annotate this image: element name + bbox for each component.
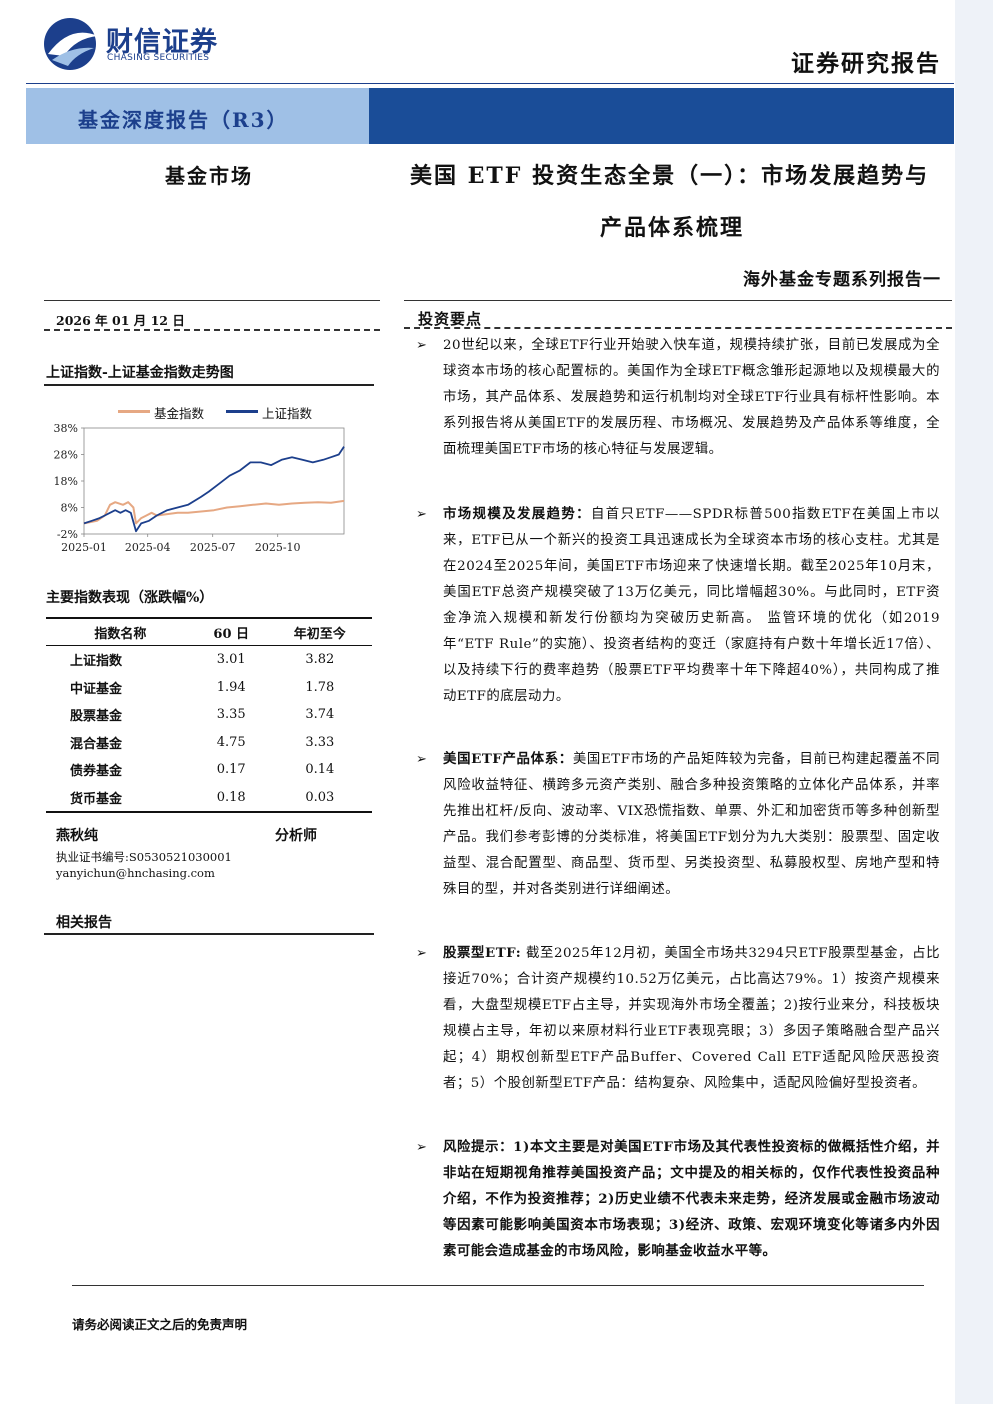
key-points-dash-rule <box>404 327 952 329</box>
table-row: 上证指数 3.01 3.82 <box>46 646 372 674</box>
value-60d: 0.17 <box>216 762 246 778</box>
side-strip <box>955 0 993 1404</box>
market-label: 基金市场 <box>165 164 253 188</box>
x-tick-label: 2025-04 <box>125 541 171 554</box>
col-header-ytd: 年初至今 <box>267 617 372 646</box>
y-tick-label: 38% <box>54 422 78 435</box>
table-row: 中证基金 1.94 1.78 <box>46 674 372 702</box>
table-row: 债券基金 0.17 0.14 <box>46 756 372 784</box>
index-name: 混合基金 <box>70 736 123 752</box>
value-60d: 0.18 <box>194 783 268 813</box>
value-ytd: 1.78 <box>305 679 335 695</box>
bullet-paragraph-2: 市场规模及发展趋势：自首只ETF——SPDR标普500指数ETF在美国上市以来，… <box>443 506 941 704</box>
bullet-paragraph-3: 美国ETF产品体系：美国ETF市场的产品矩阵较为完备，目前已构建起覆盖不同风险收… <box>443 751 940 897</box>
bullet-paragraph-1: 20世纪以来，全球ETF行业开始驶入快车道，规模持续扩张，目前已发展成为全球资本… <box>443 338 940 457</box>
table-header-row: 指数名称 60 日 年初至今 <box>46 617 372 646</box>
plot-frame <box>83 427 345 535</box>
bullet-arrow-icon: ➢ <box>416 1140 427 1155</box>
y-tick-label: 8% <box>61 502 78 515</box>
bullet-paragraph-risk: 风险提示：1)本文主要是对美国ETF市场及其代表性投资标的做概括性介绍，并非站在… <box>443 1139 940 1259</box>
bullet-arrow-icon: ➢ <box>416 946 427 961</box>
legend-label-fund: 基金指数 <box>154 406 205 421</box>
x-tick-label: 2025-10 <box>255 541 301 554</box>
index-name: 股票基金 <box>70 709 123 725</box>
report-title-line1: 美国 ETF 投资生态全景（一）：市场发展趋势与 <box>410 163 930 189</box>
chart-title: 上证指数-上证基金指数走势图 <box>46 365 234 381</box>
chasing-logo-icon <box>44 18 98 70</box>
related-reports-title: 相关报告 <box>56 915 112 931</box>
bullet-arrow-icon: ➢ <box>416 507 427 522</box>
value-ytd: 3.33 <box>305 734 335 750</box>
analyst-role: 分析师 <box>275 828 317 844</box>
date-box <box>44 300 380 331</box>
trend-chart: 38% 28% 18% 8% -2%2025-01 2025-04 2025-07 2025-… <box>54 422 345 554</box>
analyst-cert: 执业证书编号:S0530521030001 <box>56 850 232 864</box>
logo-en-text: CHASING SECURITIES <box>107 53 210 63</box>
banner-title: 基金深度报告（R3） <box>78 108 289 132</box>
x-tick-label: 2025-01 <box>61 541 107 554</box>
index-name: 债券基金 <box>70 764 123 780</box>
bullet-arrow-icon: ➢ <box>416 752 427 767</box>
banner-right <box>369 88 954 144</box>
value-60d: 3.01 <box>216 652 246 668</box>
key-points-title: 投资要点 <box>418 310 483 328</box>
series-line-fund-index <box>83 499 345 525</box>
chart-title-rule <box>44 384 374 386</box>
value-ytd: 3.82 <box>305 652 335 668</box>
related-rule <box>44 933 374 935</box>
key-points-box <box>404 300 952 327</box>
y-tick-label: 18% <box>54 475 78 488</box>
value-60d: 3.35 <box>216 707 246 723</box>
logo-cn-text: 财信证券 <box>106 27 218 58</box>
value-60d: 1.94 <box>216 679 246 695</box>
col-header-60d: 60 日 <box>194 617 268 646</box>
series-label: 海外基金专题系列报告一 <box>743 270 941 290</box>
y-tick-label: -2% <box>57 528 78 541</box>
table-row: 股票基金 3.35 3.74 <box>46 701 372 729</box>
banner-left <box>26 88 369 144</box>
value-60d: 4.75 <box>216 734 246 750</box>
value-ytd: 0.14 <box>305 762 335 778</box>
report-date: 2026 年 01 月 12 日 <box>56 313 185 328</box>
index-name: 货币基金 <box>46 783 195 813</box>
analyst-name: 燕秋纯 <box>56 828 98 844</box>
x-tick-label: 2025-07 <box>190 541 236 554</box>
value-ytd: 3.74 <box>305 707 335 723</box>
legend-swatch-fund <box>118 410 150 413</box>
index-table: 指数名称 60 日 年初至今 上证指数 3.01 3.82 中证基金 1.94 1.78… <box>46 617 372 813</box>
legend-swatch-sse <box>226 410 258 413</box>
index-table-title: 主要指数表现（涨跌幅%） <box>46 590 214 606</box>
header-rule <box>26 83 954 84</box>
index-name: 中证基金 <box>70 681 123 697</box>
footer-disclaimer: 请务必阅读正文之后的免责声明 <box>72 1317 248 1332</box>
report-type: 证券研究报告 <box>791 50 941 77</box>
bullet-paragraph-4: 股票型ETF: 截至2025年12月初，美国全市场共3294只ETF股票型基金，… <box>443 945 940 1091</box>
legend-label-sse: 上证指数 <box>262 406 313 421</box>
series-line-sse-index <box>83 446 345 533</box>
table-row: 混合基金 4.75 3.33 <box>46 729 372 757</box>
col-header-name: 指数名称 <box>46 617 195 646</box>
report-title-line2: 产品体系梳理 <box>600 215 745 241</box>
bullet-arrow-icon: ➢ <box>416 338 427 353</box>
y-tick-label: 28% <box>54 449 78 462</box>
footer-rule <box>72 1285 924 1286</box>
date-dash-rule <box>44 329 380 331</box>
value-ytd: 0.03 <box>267 783 372 813</box>
analyst-email[interactable]: yanyichun@hnchasing.com <box>56 866 215 880</box>
index-name: 上证指数 <box>70 654 123 670</box>
